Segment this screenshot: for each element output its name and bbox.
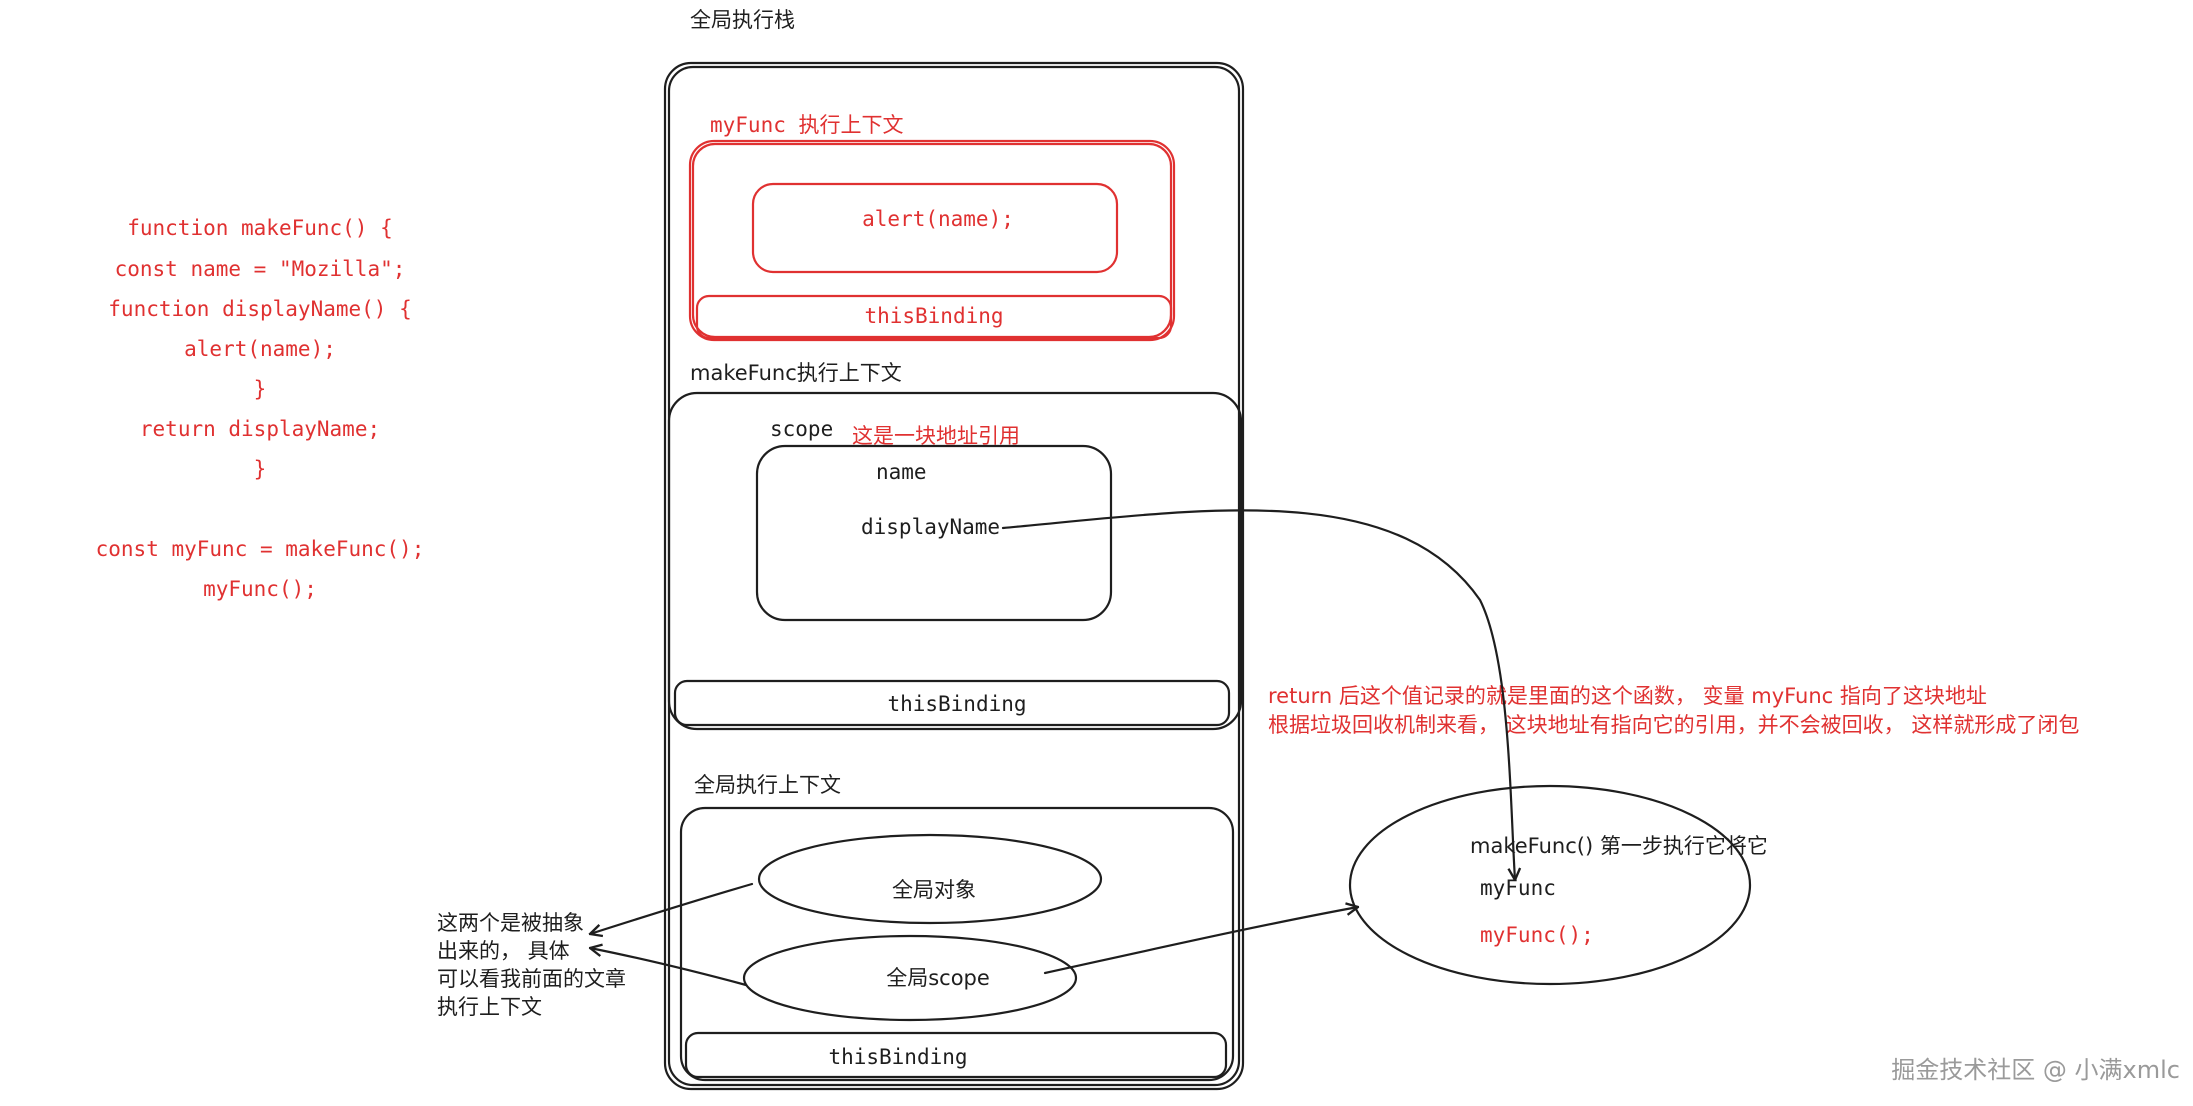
global-object-ellipse — [757, 833, 1103, 925]
global-object: 全局对象 — [892, 878, 976, 902]
abstract-note-line-3: 可以看我前面的文章 — [437, 967, 626, 991]
arrow-global-scope-to-note — [590, 948, 748, 987]
scope-box — [755, 444, 1113, 622]
global-execution-stack: 全局执行栈 — [663, 8, 1245, 1091]
code-block: function makeFunc() { const name = "Mozi… — [96, 216, 425, 601]
myfunc-context-box — [688, 139, 1176, 342]
makefunc-this-binding: thisBinding — [887, 692, 1026, 716]
global-scope: 全局scope — [886, 966, 990, 990]
arrow-displayname-to-myfunc — [1001, 509, 1515, 880]
global-context: 全局执行上下文 全局对象 全局scope thisBinding — [679, 773, 1235, 1082]
makefunc-this-binding-box — [673, 679, 1231, 727]
code-line-1: function makeFunc() { — [127, 216, 393, 240]
global-bubble-line-2: myFunc — [1480, 876, 1556, 900]
arrows — [590, 509, 1515, 987]
scope-item-name: name — [876, 460, 927, 484]
global-bubble: makeFunc() 第一步执行它将它 myFunc myFunc(); — [1348, 784, 1768, 986]
abstract-note-line-4: 执行上下文 — [437, 995, 542, 1019]
code-line-9: myFunc(); — [203, 577, 317, 601]
global-context-label: 全局执行上下文 — [694, 773, 841, 797]
code-line-4: alert(name); — [184, 337, 336, 361]
myfunc-this-binding: thisBinding — [864, 304, 1003, 328]
myfunc-context-label: myFunc 执行上下文 — [710, 113, 904, 137]
code-line-5: } — [254, 377, 267, 401]
myfunc-body-text: alert(name); — [862, 207, 1014, 231]
scope-label: scope — [770, 417, 833, 441]
global-context-box — [679, 806, 1235, 1082]
makefunc-context: makeFunc执行上下文 scope 这是一块地址引用 name displa… — [667, 361, 1243, 731]
makefunc-context-box — [667, 391, 1243, 731]
myfunc-this-binding-box — [695, 294, 1173, 340]
watermark: 掘金技术社区 @ 小满xmlc — [1891, 1056, 2180, 1084]
myfunc-context: myFunc 执行上下文 alert(name); thisBinding — [688, 113, 1176, 342]
closure-note-line-2: 根据垃圾回收机制来看， 这块地址有指向它的引用，并不会被回收， 这样就形成了闭包 — [1268, 713, 2079, 737]
abstract-note: 这两个是被抽象 出来的， 具体 可以看我前面的文章 执行上下文 — [437, 911, 626, 1019]
code-line-3: function displayName() { — [108, 297, 411, 321]
code-line-8: const myFunc = makeFunc(); — [96, 537, 425, 561]
code-line-7: } — [254, 457, 267, 481]
global-this-binding-box — [684, 1031, 1228, 1079]
scope-note: 这是一块地址引用 — [852, 424, 1020, 448]
global-scope-ellipse — [742, 934, 1078, 1022]
arrow-global-scope-to-bubble — [1043, 907, 1358, 975]
global-this-binding: thisBinding — [828, 1045, 967, 1069]
abstract-note-line-2: 出来的， 具体 — [437, 939, 570, 963]
global-bubble-line-3: myFunc(); — [1480, 923, 1594, 947]
stack-title: 全局执行栈 — [690, 8, 795, 32]
closure-note: return 后这个值记录的就是里面的这个函数， 变量 myFunc 指向了这块… — [1268, 684, 2079, 737]
stack-frame — [663, 61, 1245, 1091]
scope-item-displayname: displayName — [861, 515, 1000, 539]
global-bubble-ellipse — [1348, 784, 1752, 986]
code-line-6: return displayName; — [140, 417, 380, 441]
myfunc-body-box — [751, 182, 1119, 274]
arrow-global-object-to-note — [590, 882, 754, 934]
makefunc-context-label: makeFunc执行上下文 — [690, 361, 902, 385]
abstract-note-line-1: 这两个是被抽象 — [437, 911, 584, 935]
code-line-2: const name = "Mozilla"; — [115, 257, 406, 281]
global-bubble-line-1: makeFunc() 第一步执行它将它 — [1470, 834, 1768, 858]
closure-note-line-1: return 后这个值记录的就是里面的这个函数， 变量 myFunc 指向了这块… — [1268, 684, 1987, 708]
